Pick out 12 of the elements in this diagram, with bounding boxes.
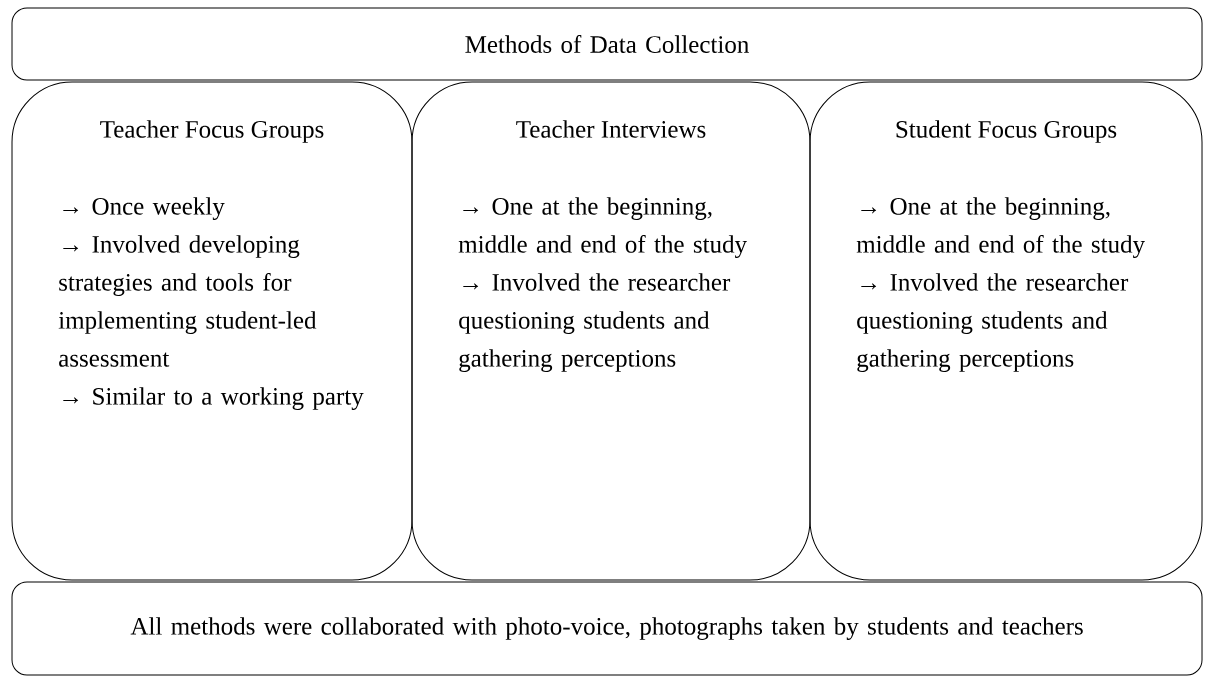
bullet-text: → Similar to a working party [63,387,364,410]
panel-heading: Student Focus Groups [896,120,1117,143]
text-band: Methods of Data Collection [11,7,1203,81]
text-band: All methods were collaborated with photo-voice, photographs taken by students and teachers [11,581,1203,676]
bullet-text: → One at the beginning, middle and end of the study [856,197,1145,258]
panel-heading: Teacher Interviews [516,120,706,138]
bullet-text: → Involved the researcher questioning students and gathering perceptions [857,273,1129,372]
bullet-text: → Once weekly [63,197,225,220]
bullet-text: → One at the beginning, middle and end of the study [458,197,747,258]
panel-heading: Teacher Focus Groups [100,120,324,143]
bullet-text: → Involved the researcher questioning students and gathering perceptions [459,273,731,372]
bullet-text: → Involved developing strategies and tools for implementing student-led assessment [58,235,317,367]
